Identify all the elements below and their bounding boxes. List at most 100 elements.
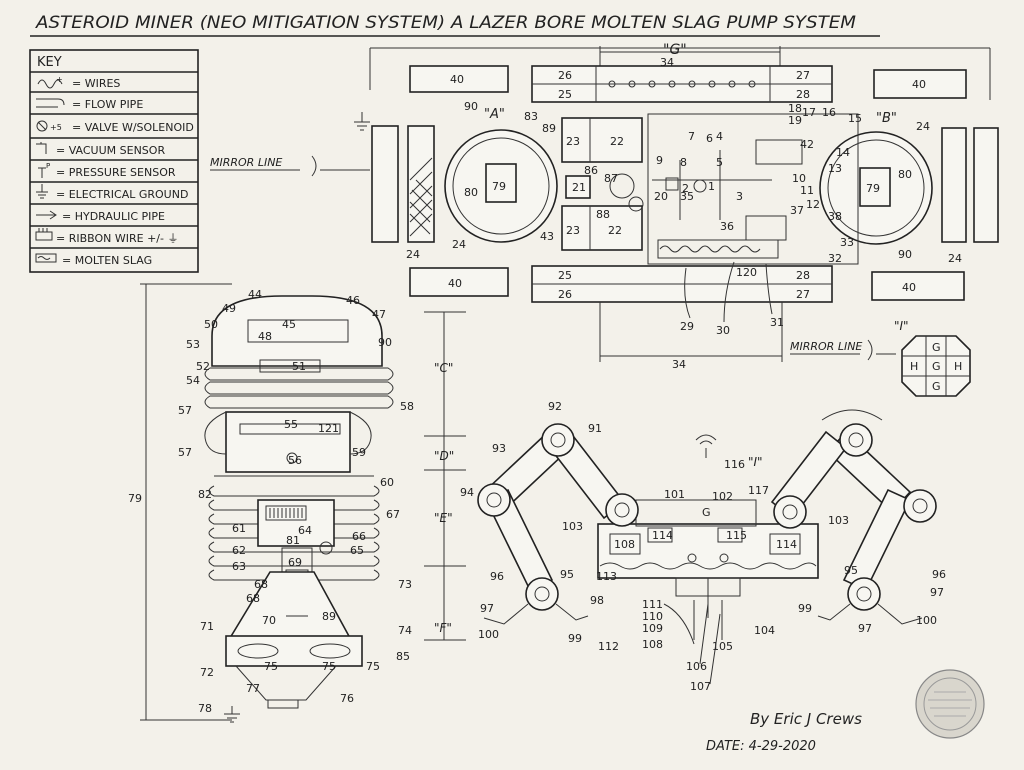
part-10: 10 <box>792 172 806 185</box>
part-78: 78 <box>198 702 212 715</box>
part-65: 65 <box>350 544 364 557</box>
part-86: 86 <box>584 164 598 177</box>
part-22-b: 22 <box>608 224 622 237</box>
part-85: 85 <box>396 650 410 663</box>
left-robotic-arm <box>477 423 639 625</box>
part-117: 117 <box>748 484 769 497</box>
part-40-a: 40 <box>450 73 464 86</box>
key-item-electrical-ground: = ELECTRICAL GROUND <box>56 188 188 201</box>
part-89-left: 89 <box>322 610 336 623</box>
part-7: 7 <box>688 130 695 143</box>
part-103-b: 103 <box>828 514 849 527</box>
part-108-a: 108 <box>614 538 635 551</box>
grid-cell-g-mid: G <box>932 360 941 373</box>
part-96-a: 96 <box>490 570 504 583</box>
part-79-a: 79 <box>492 180 506 193</box>
part-107: 107 <box>690 680 711 693</box>
part-72: 72 <box>200 666 214 679</box>
part-112: 112 <box>598 640 619 653</box>
date-label: DATE: 4-29-2020 <box>706 739 816 754</box>
part-69: 69 <box>288 556 302 569</box>
key-item-hydraulic-pipe: = HYDRAULIC PIPE <box>62 210 165 223</box>
part-24-b: 24 <box>452 238 466 251</box>
part-36: 36 <box>720 220 734 233</box>
part-45: 45 <box>282 318 296 331</box>
part-80-a: 80 <box>464 186 478 199</box>
part-54: 54 <box>186 374 200 387</box>
part-102: 102 <box>712 490 733 503</box>
part-52: 52 <box>196 360 210 373</box>
part-53: 53 <box>186 338 200 351</box>
part-116: 116 <box>724 458 745 471</box>
part-33: 33 <box>840 236 854 249</box>
part-114-b: 114 <box>776 538 797 551</box>
part-22-a: 22 <box>610 135 624 148</box>
part-105: 105 <box>712 640 733 653</box>
part-27-b: 27 <box>796 288 810 301</box>
right-robotic-arm <box>770 409 937 625</box>
notary-seal <box>915 669 985 739</box>
mirror-line-label-left: MIRROR LINE <box>210 156 282 169</box>
part-24-a: 24 <box>406 248 420 261</box>
dimension-i-label-bottom: "I" <box>748 455 763 469</box>
drawing-title: ASTEROID MINER (NEO MITIGATION SYSTEM) A… <box>35 13 856 33</box>
part-114-a: 114 <box>652 529 673 542</box>
part-95-a: 95 <box>560 568 574 581</box>
part-17: 17 <box>802 106 816 119</box>
pressure-sensor-icon: P <box>38 162 50 178</box>
part-63: 63 <box>232 560 246 573</box>
dimension-79-label: 79 <box>128 492 142 505</box>
part-37: 37 <box>790 204 804 217</box>
top-assembly-view: "G" 34 40 40 40 40 26 25 27 28 25 26 28 … <box>210 42 999 397</box>
part-108-b: 108 <box>642 638 663 651</box>
part-46: 46 <box>346 294 360 307</box>
arm-assembly-view: 92 91 93 94 95 96 97 98 99 100 116 "I" 1… <box>460 400 946 693</box>
part-6: 6 <box>706 132 713 145</box>
part-66: 66 <box>352 530 366 543</box>
part-57-b: 57 <box>178 446 192 459</box>
part-8: 8 <box>680 156 687 169</box>
dimension-i-label-top: "I" <box>894 319 909 333</box>
part-59: 59 <box>352 446 366 459</box>
key-item-molten-slag: = MOLTEN SLAG <box>62 254 152 267</box>
vacuum-sensor-icon <box>36 142 47 154</box>
part-67: 67 <box>386 508 400 521</box>
part-90-a: 90 <box>464 100 478 113</box>
key-item-vacuum-sensor: = VACUUM SENSOR <box>56 144 165 157</box>
part-14: 14 <box>836 146 850 159</box>
part-20: 20 <box>654 190 668 203</box>
grid-cell-g-top: G <box>932 341 941 354</box>
part-98: 98 <box>590 594 604 607</box>
part-68-b: 68 <box>246 592 260 605</box>
part-64: 64 <box>298 524 312 537</box>
key-legend: KEY + +5 P = WIRES = FLOW PIPE = VALVE W… <box>29 49 199 273</box>
part-40-b: 40 <box>912 78 926 91</box>
key-item-ribbon-wire: = RIBBON WIRE +/- ⏚ <box>56 232 178 245</box>
signature-block: By Eric J Crews DATE: 4-29-2020 <box>706 710 862 754</box>
part-27-a: 27 <box>796 69 810 82</box>
part-100-b: 100 <box>916 614 937 627</box>
part-13: 13 <box>828 162 842 175</box>
part-49: 49 <box>222 302 236 315</box>
ground-icon <box>36 184 48 199</box>
part-2: 2 <box>682 182 689 195</box>
part-73: 73 <box>398 578 412 591</box>
part-40-d: 40 <box>902 281 916 294</box>
part-25-b: 25 <box>558 269 572 282</box>
part-9: 9 <box>656 154 663 167</box>
part-1: 1 <box>708 180 715 193</box>
part-121: 121 <box>318 422 339 435</box>
part-25-a: 25 <box>558 88 572 101</box>
part-4: 4 <box>716 130 723 143</box>
part-3: 3 <box>736 190 743 203</box>
part-57-a: 57 <box>178 404 192 417</box>
valve-icon: +5 <box>36 120 62 132</box>
part-32: 32 <box>828 252 842 265</box>
grid-cell-h-left: H <box>910 360 918 373</box>
part-35: 35 <box>680 190 694 203</box>
part-88: 88 <box>596 208 610 221</box>
part-28-b: 28 <box>796 269 810 282</box>
dimension-f-label: "F" <box>434 621 452 635</box>
part-82: 82 <box>198 488 212 501</box>
